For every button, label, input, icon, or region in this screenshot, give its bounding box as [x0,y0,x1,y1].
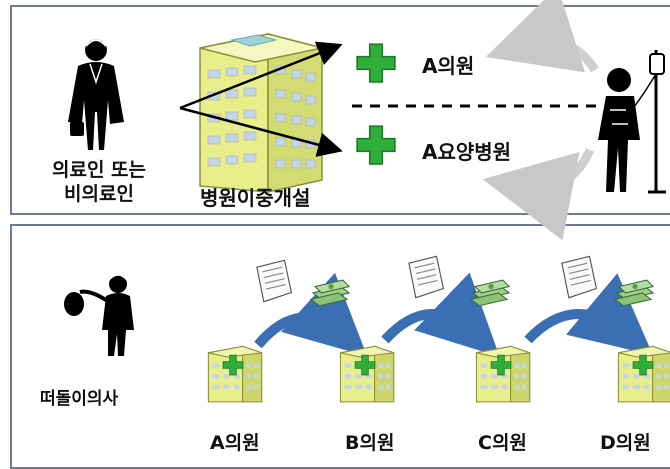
person-label-line1: 의료인 또는 [51,159,146,181]
money-stack-icon [470,279,510,307]
clinic-building-a [207,345,263,403]
wandering-doctor-label: 떠돌이의사 [40,389,119,409]
building-label: 병원이중개설 [200,186,311,210]
money-stack-icon [614,279,654,307]
clinic-label-a: A의원 [210,432,260,454]
medical-cross-icon [356,43,396,83]
money-stack-icon [310,279,350,307]
curved-arrow-icon [482,0,599,241]
building-icon [199,33,323,193]
medical-cross-icon [356,125,396,165]
document-icon [408,255,444,299]
clinic-label-c: C의원 [478,432,527,454]
curved-arrow-icon [254,272,654,357]
person-silhouette-icon [68,39,124,150]
clinic-label-d: D의원 [600,432,651,454]
clinic-label-b: B의원 [345,432,395,454]
person-label-line2: 비의료인 [64,183,134,205]
person-label: 의료인 또는 비의료인 [34,158,164,206]
hospital-label: A요양병원 [422,140,512,164]
patient-iv-icon [598,50,666,194]
clinic-building-d [617,345,670,403]
clinic-building-c [475,345,531,403]
document-icon [561,255,597,299]
clinic-building-b [339,345,395,403]
split-arrows [179,41,343,157]
clinic-label: A의원 [422,54,475,78]
wandering-doctor-icon [64,274,134,356]
document-icon [256,259,292,303]
